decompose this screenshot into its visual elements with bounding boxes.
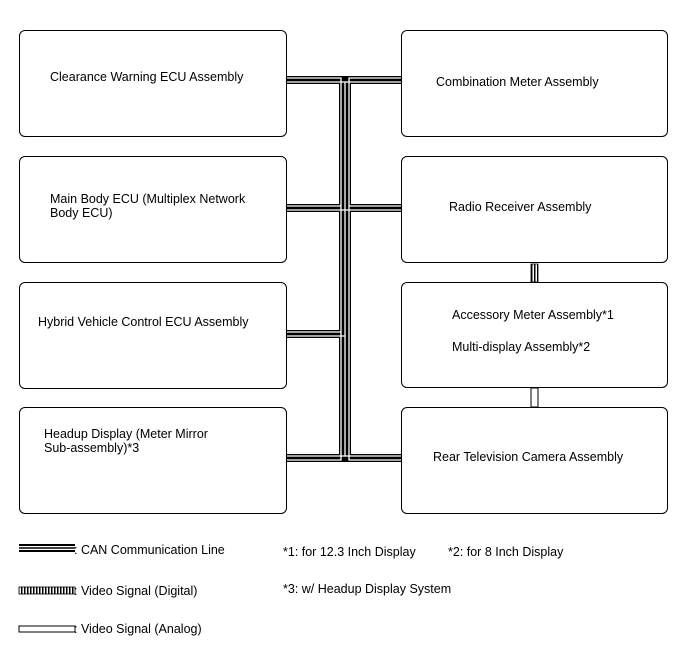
combination-meter-label: Combination Meter Assembly <box>436 75 599 89</box>
legend-can-label: : CAN Communication Line <box>74 543 225 557</box>
footnote-3: *3: w/ Headup Display System <box>283 582 452 596</box>
footnote-1: *1: for 12.3 Inch Display <box>283 545 416 559</box>
footnote-2: *2: for 8 Inch Display <box>448 545 564 559</box>
legend-digital-sample <box>18 586 76 595</box>
rear-camera-box: Rear Television Camera Assembly <box>401 407 668 514</box>
main-body-ecu-label-line1: Main Body ECU (Multiplex Network <box>50 192 246 206</box>
legend-analog-label: : Video Signal (Analog) <box>74 622 202 636</box>
legend-analog-sample <box>18 625 76 633</box>
hybrid-vehicle-ecu-box: Hybrid Vehicle Control ECU Assembly <box>19 282 287 389</box>
main-body-ecu-box: Main Body ECU (Multiplex Network Body EC… <box>19 156 287 263</box>
headup-display-box: Headup Display (Meter Mirror Sub-assembl… <box>19 407 287 514</box>
accessory-meter-label: Accessory Meter Assembly*1 <box>452 308 614 322</box>
video-analog-link <box>530 387 539 408</box>
multi-display-label: Multi-display Assembly*2 <box>452 340 591 354</box>
accessory-meter-box: Accessory Meter Assembly*1 Multi-display… <box>401 282 668 388</box>
combination-meter-box: Combination Meter Assembly <box>401 30 668 137</box>
legend-digital-label: : Video Signal (Digital) <box>74 584 198 598</box>
headup-display-label-line2: Sub-assembly)*3 <box>44 441 140 455</box>
headup-display-label-line1: Headup Display (Meter Mirror <box>44 427 208 441</box>
rear-camera-label: Rear Television Camera Assembly <box>433 450 624 464</box>
radio-receiver-box: Radio Receiver Assembly <box>401 156 668 263</box>
radio-receiver-label: Radio Receiver Assembly <box>449 200 592 214</box>
hybrid-vehicle-ecu-label: Hybrid Vehicle Control ECU Assembly <box>38 315 249 329</box>
legend-can-sample <box>19 544 75 552</box>
main-body-ecu-label-line2: Body ECU) <box>50 206 113 220</box>
clearance-warning-ecu-label: Clearance Warning ECU Assembly <box>50 70 244 84</box>
clearance-warning-ecu-box: Clearance Warning ECU Assembly <box>19 30 287 137</box>
video-digital-link <box>530 263 539 283</box>
can-bus-lines <box>287 76 401 462</box>
